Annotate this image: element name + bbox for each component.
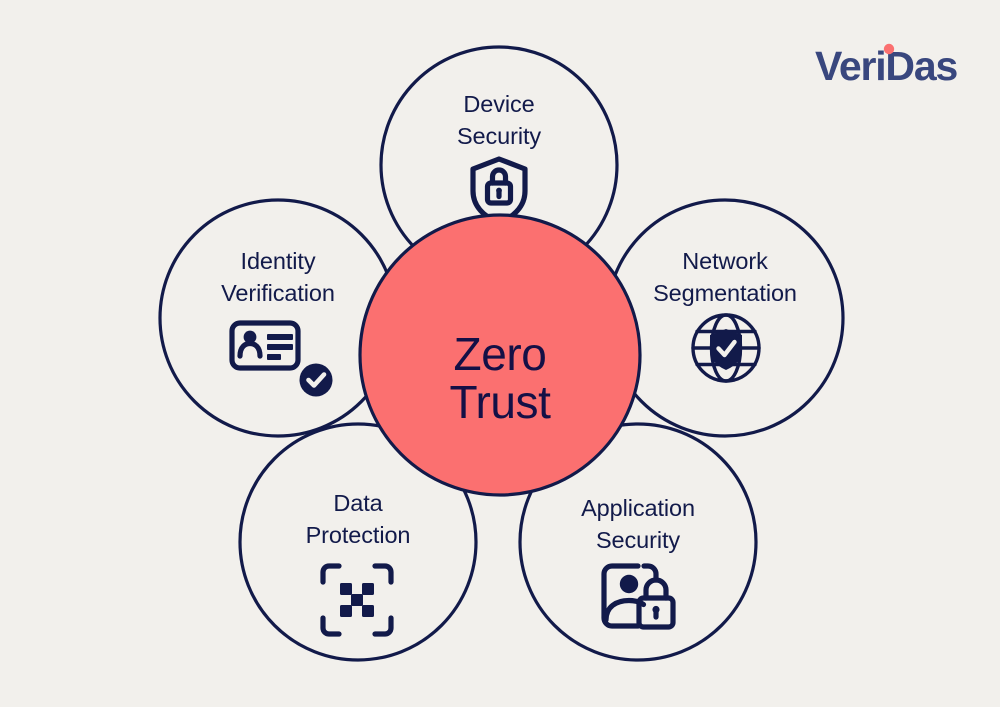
petal-device-security[interactable]: Device Security: [379, 45, 619, 285]
petal-network-segmentation[interactable]: Network Segmentation: [605, 198, 845, 438]
veridas-logo[interactable]: VeriDas: [815, 43, 959, 89]
petal-data-protection[interactable]: Data Protection: [238, 422, 478, 662]
core-zero-trust[interactable]: Zero Trust: [358, 213, 642, 497]
petal-circle-application-security[interactable]: [518, 422, 758, 662]
petal-label-device-security-line1: Device: [463, 91, 534, 117]
core-circle[interactable]: [358, 213, 642, 497]
petal-label-identity-verification-line2: Verification: [221, 280, 335, 306]
petal-identity-verification[interactable]: Identity Verification: [158, 198, 398, 438]
petal-label-application-security-line2: Security: [596, 527, 680, 553]
petal-label-network-segmentation-line2: Segmentation: [653, 280, 797, 306]
petal-label-network-segmentation-line1: Network: [682, 248, 768, 274]
user-app-lock-icon: [601, 563, 676, 630]
petal-circle-identity-verification[interactable]: [158, 198, 398, 438]
i-dot-icon: [883, 43, 895, 55]
petal-label-device-security-line2: Security: [457, 123, 541, 149]
petal-label-data-protection-line2: Protection: [306, 522, 411, 548]
petal-application-security[interactable]: Application Security: [518, 422, 758, 662]
core-label-line2: Trust: [449, 376, 551, 428]
petal-label-application-security-line1: Application: [581, 495, 695, 521]
petal-label-identity-verification-line1: Identity: [241, 248, 316, 274]
globe-shield-check-icon: [691, 313, 761, 383]
data-scan-frame-icon: [320, 563, 394, 637]
petal-label-data-protection-line1: Data: [333, 490, 383, 516]
core-label-line1: Zero: [454, 328, 547, 380]
id-card-check-icon: [229, 320, 333, 397]
petal-circle-data-protection[interactable]: [238, 422, 478, 662]
petal-circle-network-segmentation[interactable]: [605, 198, 845, 438]
